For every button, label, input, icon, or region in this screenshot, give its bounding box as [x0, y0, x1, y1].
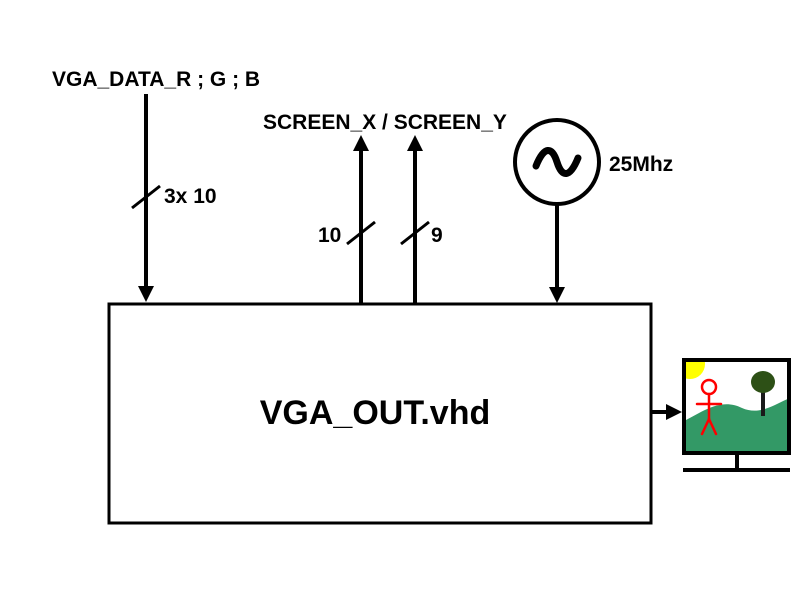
monitor-arrowhead	[666, 404, 682, 420]
screen-x-arrowhead	[353, 135, 369, 151]
screen-output-buses: SCREEN_X / SCREEN_Y 10 9	[263, 111, 507, 304]
screen-y-bus-slash	[400, 220, 430, 246]
stick-figure-icon	[695, 378, 723, 436]
vga-data-bus-slash	[131, 184, 161, 210]
module-box	[107, 302, 653, 525]
screen-y-arrowhead	[407, 135, 423, 151]
vga-data-arrowhead	[138, 286, 154, 302]
monitor-icon	[682, 358, 791, 472]
vga-data-input-bus: VGA_DATA_R ; G ; B 3x 10	[52, 68, 260, 302]
clock-source: 25Mhz	[513, 118, 673, 303]
sine-wave-icon	[532, 147, 582, 177]
screen-y-bus-width: 9	[431, 224, 443, 247]
clock-frequency-label: 25Mhz	[609, 153, 673, 176]
monitor-output-arrow	[651, 404, 682, 420]
tree-icon	[751, 371, 775, 393]
screen-xy-label: SCREEN_X / SCREEN_Y	[263, 111, 507, 134]
clock-arrowhead	[549, 287, 565, 303]
sun-icon	[686, 362, 705, 379]
screen-x-bus-slash	[346, 220, 376, 246]
screen-x-bus-width: 10	[318, 224, 341, 247]
vga-out-module: VGA_OUT.vhd	[107, 302, 653, 525]
module-name: VGA_OUT.vhd	[260, 394, 490, 432]
vga-data-label: VGA_DATA_R ; G ; B	[52, 68, 260, 91]
vga-data-bus-width: 3x 10	[164, 185, 217, 208]
